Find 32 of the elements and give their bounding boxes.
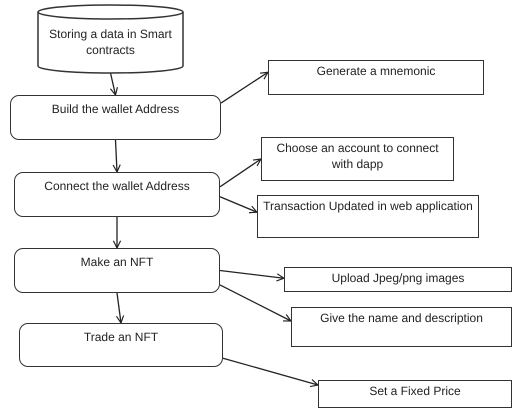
arrow (112, 140, 121, 173)
node-label: Make an NFT (80, 255, 154, 271)
arrow (220, 158, 262, 188)
step-box (257, 195, 479, 238)
arrow (220, 196, 258, 214)
process-box (14, 248, 220, 293)
node-label: Choose an account to connect with dapp (275, 141, 440, 172)
node-label: Transaction Updated in web application (262, 199, 474, 215)
process-box (14, 172, 220, 217)
node-label: Storing a data in Smart contracts (48, 27, 173, 59)
arrow (110, 72, 118, 96)
arrow (220, 284, 292, 322)
node-label: Generate a mnemonic (316, 64, 436, 80)
node-label: Trade an NFT (82, 330, 160, 346)
process-box (10, 95, 221, 140)
node-label: Set a Fixed Price (368, 384, 462, 400)
step-box (318, 380, 512, 408)
node-label: Upload Jpeg/png images (330, 271, 466, 287)
process-box (19, 323, 223, 367)
database-cylinder (37, 5, 184, 73)
step-box (261, 137, 454, 181)
arrow (220, 72, 269, 104)
arrow (222, 358, 319, 388)
arrow (112, 217, 122, 249)
arrow (116, 292, 124, 324)
step-box (284, 267, 512, 292)
step-box (291, 307, 512, 347)
node-label: Build the wallet Address (50, 102, 180, 118)
arrow (220, 270, 285, 282)
node-label: Give the name and description (319, 311, 484, 327)
step-box (268, 60, 484, 95)
node-label: Connect the wallet Address (43, 179, 191, 195)
